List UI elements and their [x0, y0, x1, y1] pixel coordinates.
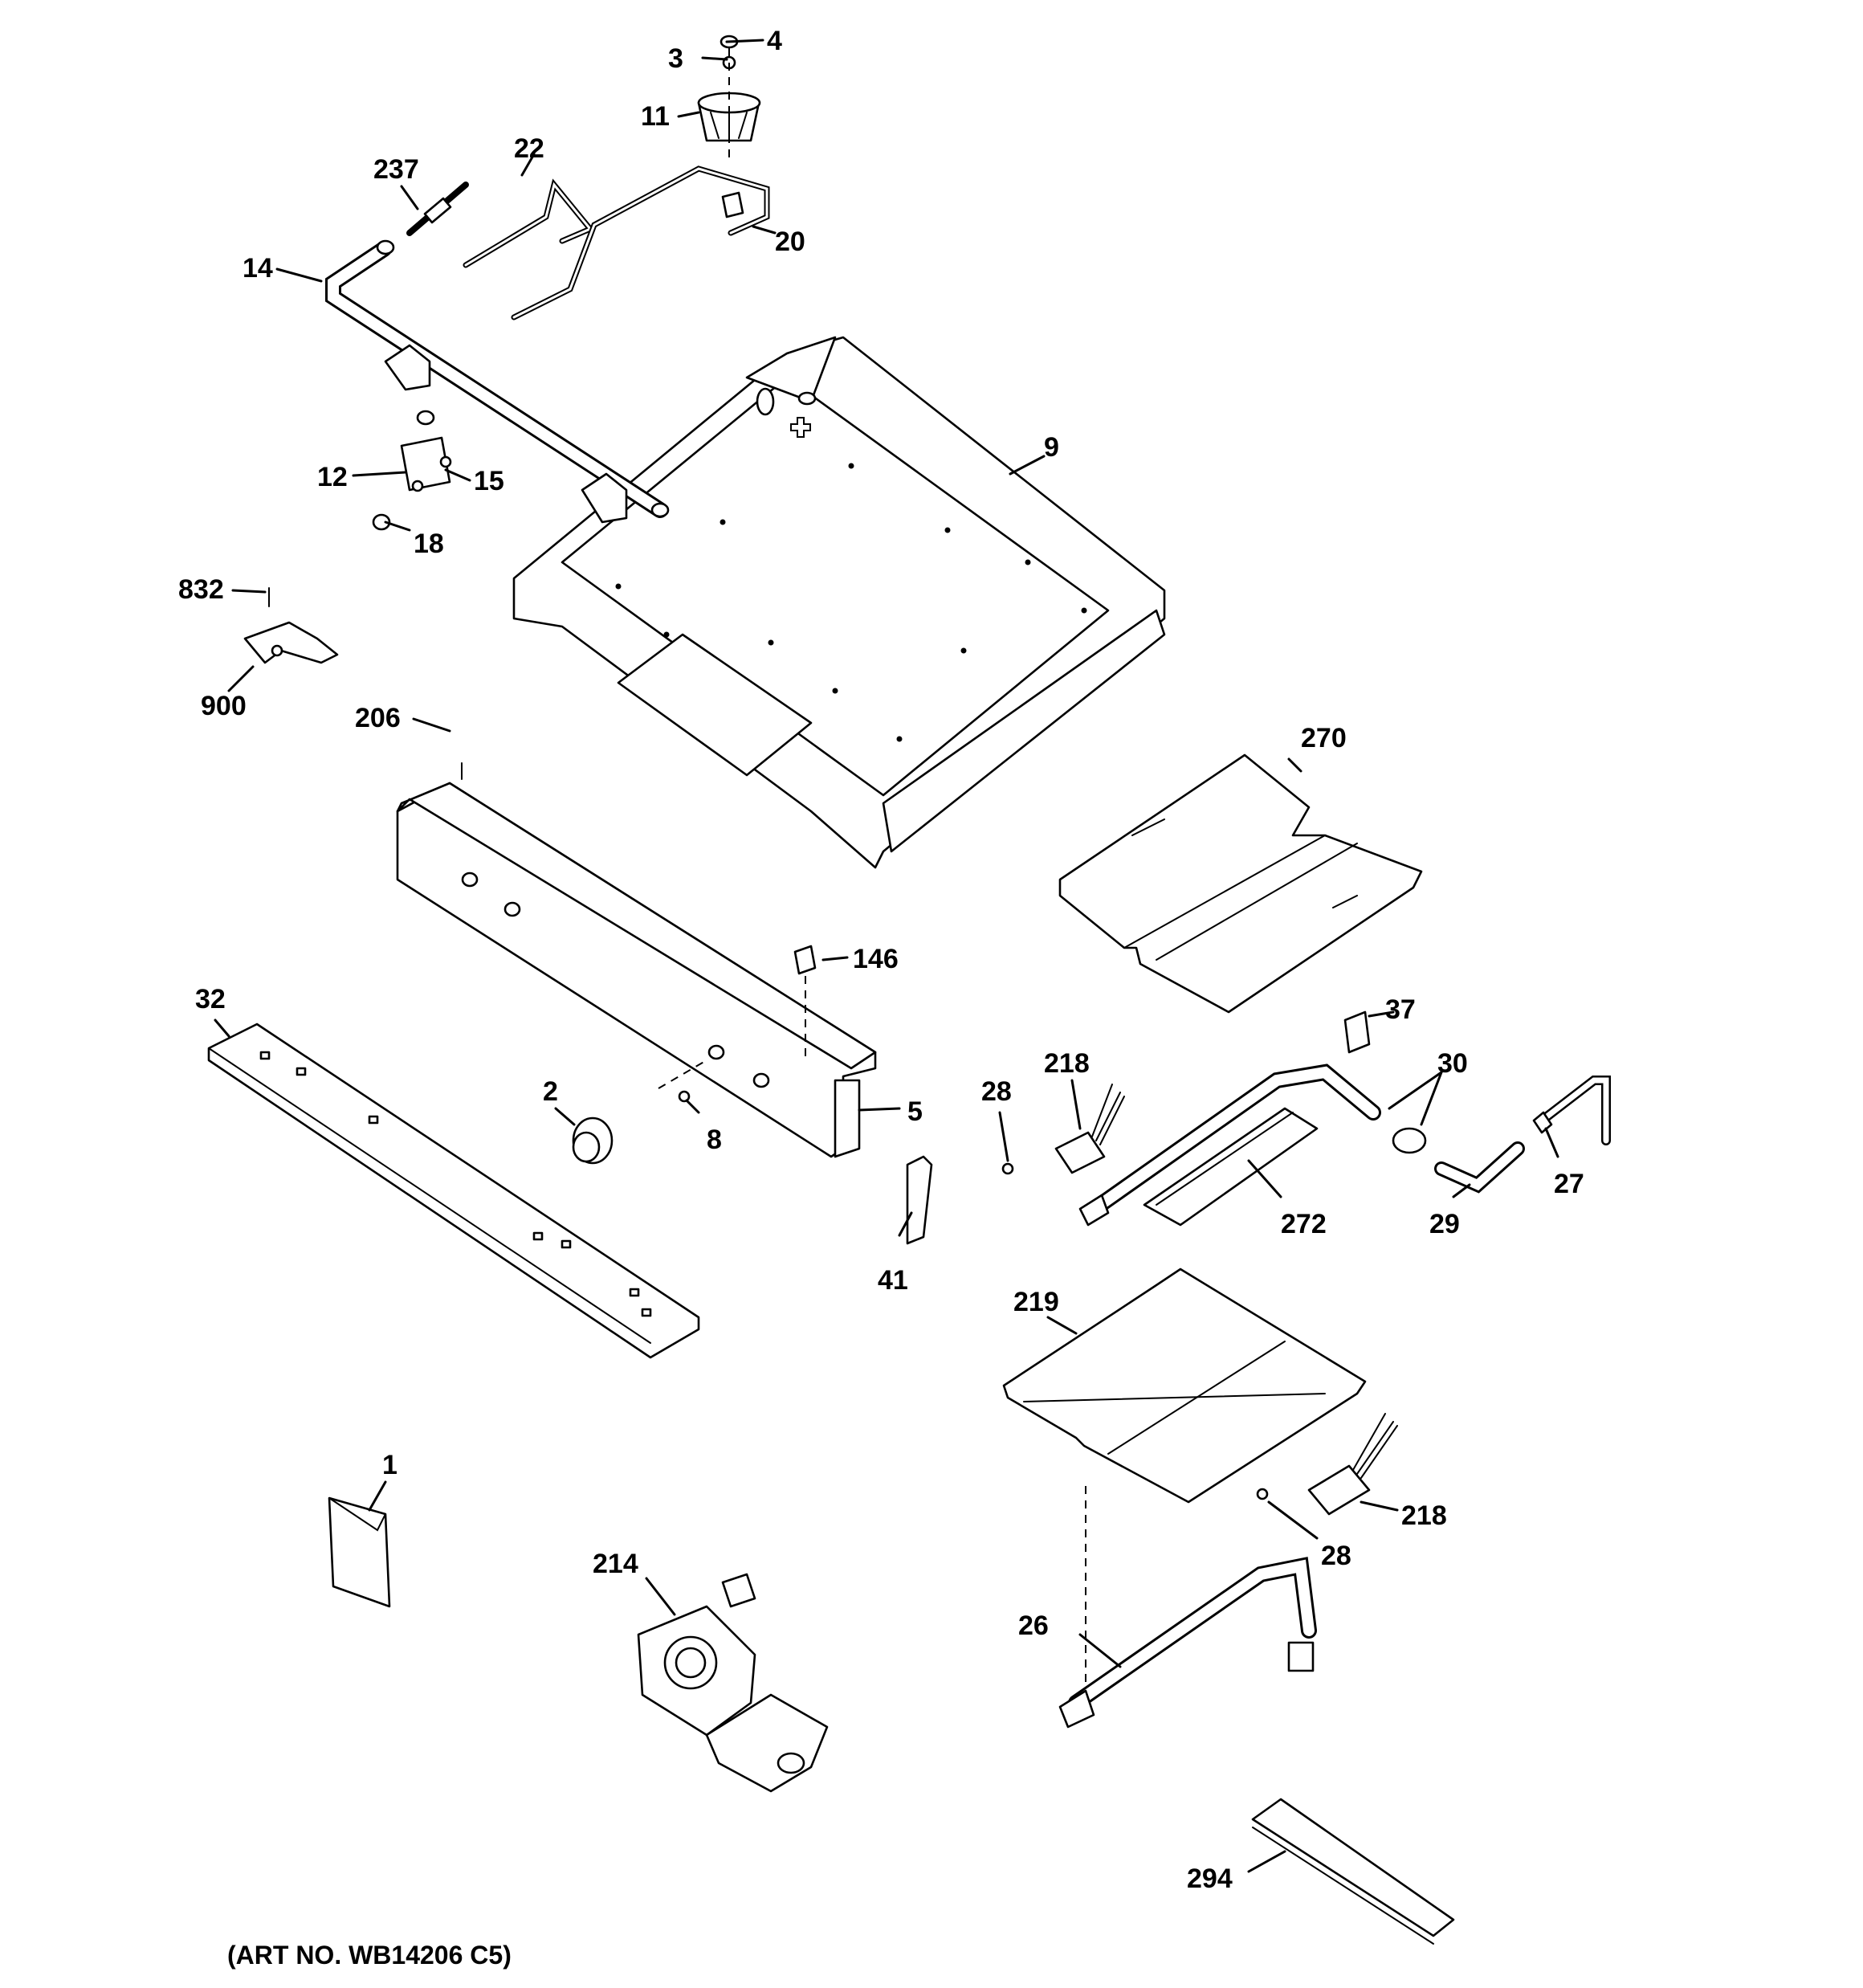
callout-15: 15 [474, 466, 504, 496]
part-41-cover [906, 1155, 933, 1245]
part-294-bracket [1251, 1798, 1455, 1945]
callout-219: 219 [1013, 1287, 1059, 1317]
part-22-tube [463, 178, 595, 268]
callout-272: 272 [1281, 1209, 1327, 1239]
callout-14: 14 [243, 253, 273, 284]
part-218-igniter-lower [1307, 1413, 1398, 1516]
callout-218: 218 [1044, 1048, 1090, 1079]
part-26-burner-tube [1058, 1557, 1317, 1729]
callout-237: 237 [373, 154, 419, 185]
part-2-knob [572, 1116, 614, 1165]
part-272-baffle [1143, 1107, 1319, 1227]
part-32-trim-strip [207, 1023, 700, 1359]
callout-28: 28 [981, 1076, 1012, 1107]
callout-1: 1 [382, 1450, 397, 1480]
part-146-clip [793, 945, 817, 1060]
callout-12: 12 [317, 462, 348, 492]
leader-lines [214, 39, 1559, 1873]
part-5-manifold-panel [396, 762, 877, 1158]
part-219-shield [1002, 1268, 1367, 1687]
callout-27: 27 [1554, 1169, 1584, 1199]
callout-4: 4 [767, 26, 782, 56]
part-8-screw [658, 1059, 707, 1103]
part-37-bracket [1343, 1010, 1371, 1054]
callout-832: 832 [178, 574, 224, 605]
part-29-elbow [1434, 1141, 1525, 1194]
callout-294: 294 [1187, 1863, 1233, 1894]
part-28-nut-lower [1256, 1488, 1269, 1500]
callout-labels: 4 3 11 237 22 20 14 9 12 15 18 832 900 2… [178, 26, 1584, 1894]
art-number-caption: (ART NO. WB14206 C5) [227, 1941, 512, 1970]
callout-28: 28 [1321, 1541, 1351, 1571]
part-14-manifold-pipe [325, 239, 670, 524]
part-214-regulator-valve [637, 1573, 829, 1793]
callout-26: 26 [1018, 1610, 1049, 1641]
callout-20: 20 [775, 227, 805, 257]
part-27-pipe [1532, 1076, 1611, 1145]
part-1-manual [328, 1496, 391, 1608]
part-12-valve-bracket [372, 410, 452, 531]
callout-30: 30 [1437, 1048, 1468, 1079]
callout-146: 146 [853, 944, 899, 974]
callout-9: 9 [1044, 432, 1059, 463]
part-20-tube [511, 165, 770, 320]
callout-270: 270 [1301, 723, 1347, 753]
part-218-igniter-upper [1054, 1084, 1125, 1174]
callout-206: 206 [355, 703, 401, 733]
part-237-fitting [406, 182, 469, 236]
callout-11: 11 [641, 101, 670, 132]
part-11-burner-head [697, 35, 761, 161]
callout-37: 37 [1385, 994, 1416, 1025]
part-900-bracket [243, 587, 339, 664]
callout-214: 214 [593, 1549, 638, 1579]
callout-22: 22 [514, 133, 544, 164]
part-30-burner-tube [1078, 1063, 1427, 1227]
callout-41: 41 [878, 1265, 908, 1296]
callout-32: 32 [195, 984, 226, 1014]
callout-2: 2 [543, 1076, 558, 1107]
callout-8: 8 [707, 1125, 722, 1155]
callout-218: 218 [1401, 1500, 1447, 1531]
part-28-nut-upper [1001, 1162, 1014, 1175]
callout-900: 900 [201, 691, 247, 721]
part-9-burner-box [512, 336, 1166, 869]
callout-18: 18 [414, 529, 444, 559]
callout-5: 5 [907, 1096, 923, 1127]
part-270-shield [1058, 753, 1423, 1014]
callout-3: 3 [668, 43, 683, 74]
callout-29: 29 [1429, 1209, 1460, 1239]
